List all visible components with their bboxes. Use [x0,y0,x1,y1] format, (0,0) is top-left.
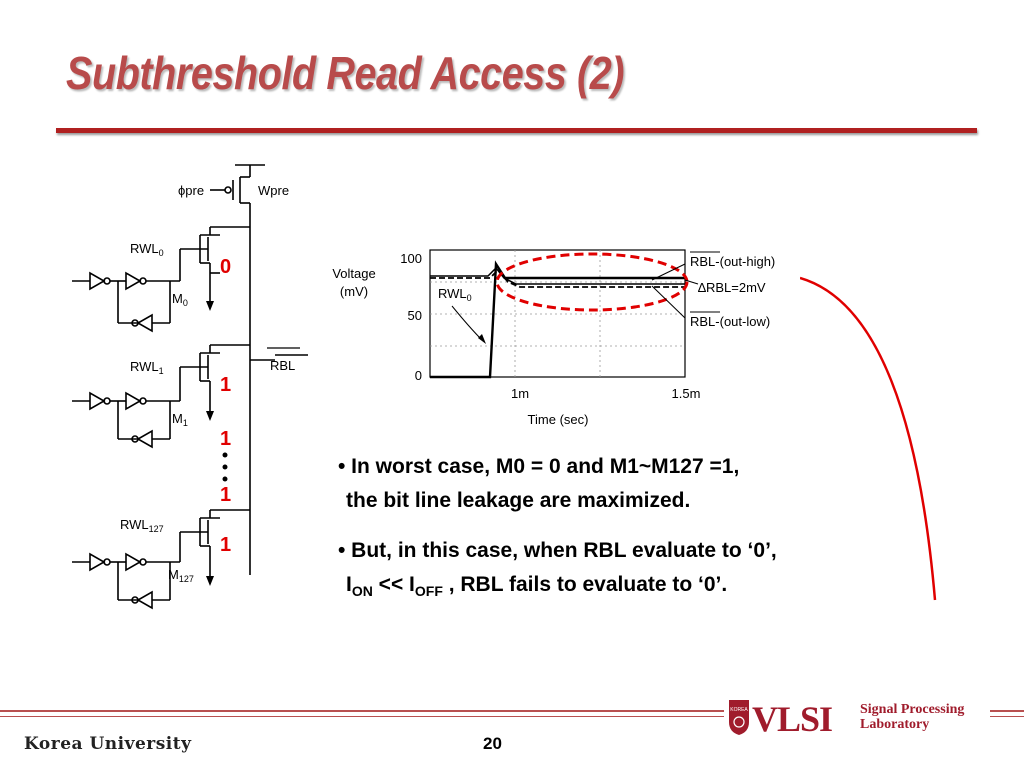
x-axis-label: Time (sec) [528,412,589,427]
bit-value-m0: 0 [220,256,232,278]
bit-value-m1: 1 [220,374,232,396]
ytick-0: 0 [415,368,422,383]
rwl1-label: RWL1 [130,359,164,376]
slide-title: Subthreshold Read Access (2) [66,47,625,99]
bit-value-3: 1 [220,484,232,506]
footer-university: Korea University [24,734,192,754]
bit-value-m127: 1 [220,534,232,556]
bullet-evaluation: • But, in this case, when RBL evaluate t… [338,539,777,600]
m0-label: M0 [172,291,188,308]
voltage-waveform-plot: 100 50 0 1m 1.5m Time (sec) Voltage (mV)… [332,249,775,427]
footer-rule-bottom [0,716,724,717]
footer-rule-right-top [990,710,1024,712]
legend-out-high: RBL-(out-high) [690,254,775,269]
bullet-worst-case: • In worst case, M0 = 0 and M1~M127 =1, … [338,455,740,512]
w-pre-label: Wpre [258,183,289,198]
lab-name-line1: Signal Processing [860,702,965,717]
page-number: 20 [483,734,502,753]
highlight-arrow [800,276,937,601]
vlsi-logo-text: VLSI [752,699,833,739]
legend-out-low: RBL-(out-low) [690,314,770,329]
lab-name-line2: Laboratory [860,717,930,732]
rbl-label: RBL [270,358,295,373]
m1-label: M1 [172,411,188,428]
footer-rule-right-bottom [990,716,1024,717]
rwl127-label: RWL127 [120,517,164,534]
title-divider [56,128,977,133]
rwl0-label: RWL0 [130,241,164,258]
lab-name: Signal Processing Laboratory [860,702,964,732]
bullet-list: • In worst case, M0 = 0 and M1~M127 =1, … [338,450,978,624]
seal-text: KOREA [730,707,748,713]
m127-label: M127 [168,567,194,584]
circuit-schematic: ϕpre Wpre RBL RWL0 M0 RWL1 M1 RWL127 M12… [72,164,308,610]
y-axis-label-line1: Voltage [332,266,375,281]
xtick-1m: 1m [511,386,529,401]
bit-value-2: 1 [220,428,232,450]
korea-university-seal: KOREA [729,700,749,735]
ytick-50: 50 [408,308,422,323]
y-axis-label-line2: (mV) [340,284,368,299]
xtick-1-5m: 1.5m [672,386,701,401]
ytick-100: 100 [400,251,422,266]
phi-pre-label: ϕpre [178,183,204,198]
rwl0-trace-label: RWL0 [438,286,472,303]
legend-delta-rbl: ∆RBL=2mV [698,280,766,295]
footer-rule-top [0,710,724,712]
